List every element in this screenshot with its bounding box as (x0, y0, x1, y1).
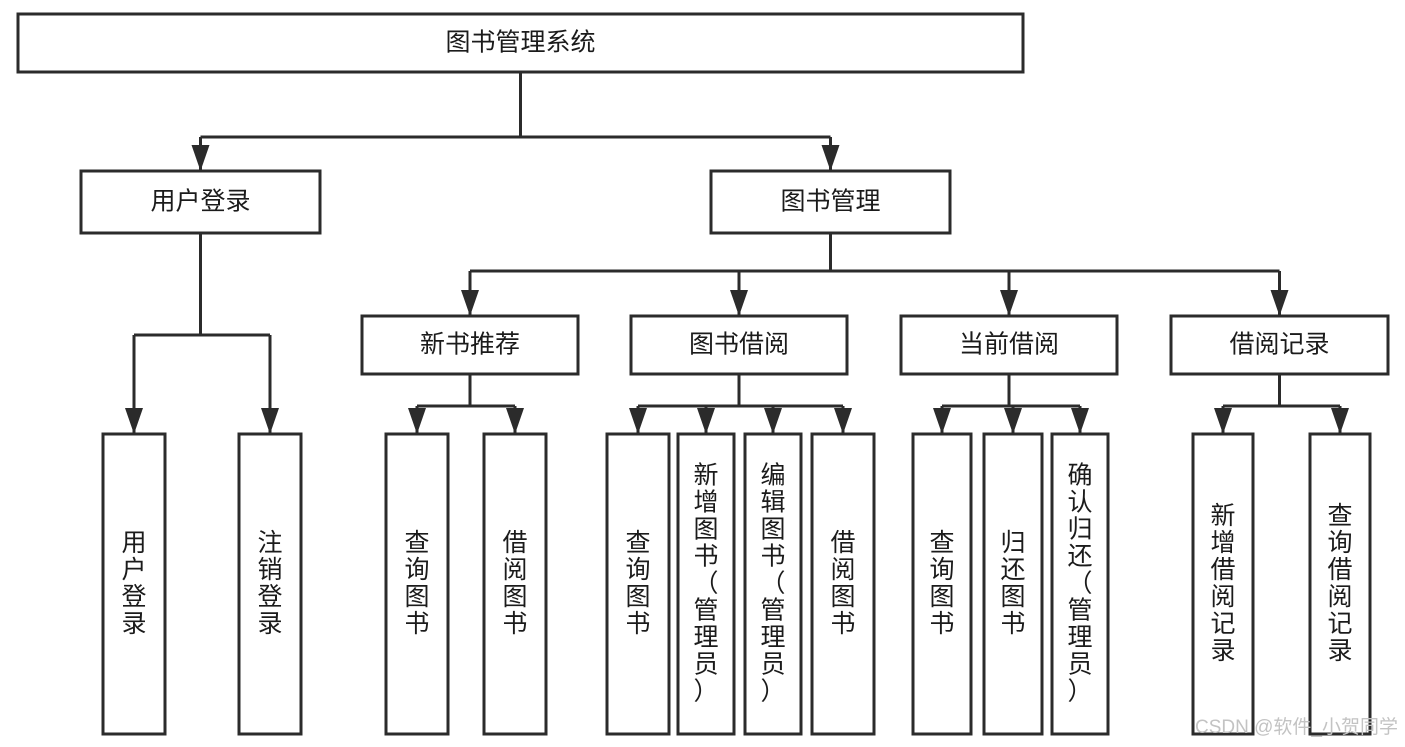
node-label-leaf-query-books-current: 查询图书 (929, 529, 954, 638)
node-leaf-user-login[interactable]: 用户登录 (101, 432, 167, 736)
node-label-user-login: 用户登录 (150, 188, 250, 216)
arrow-head-icon-leaf-logout-login (261, 408, 279, 434)
node-leaf-borrow-book[interactable]: 借阅图书 (810, 432, 876, 736)
arrow-head-icon-book-management (821, 145, 840, 171)
node-box-book-management (709, 169, 952, 235)
node-label-leaf-return-book: 归还图书 (1000, 529, 1025, 638)
node-book-borrow[interactable]: 图书借阅 (629, 314, 849, 376)
node-current-borrow[interactable]: 当前借阅 (899, 314, 1119, 376)
node-book-management[interactable]: 图书管理 (709, 169, 952, 235)
node-label-leaf-borrow-books-recommend: 借阅图书 (502, 529, 527, 638)
node-leaf-logout-login[interactable]: 注销登录 (237, 432, 303, 736)
node-user-login[interactable]: 用户登录 (79, 169, 322, 235)
node-label-leaf-add-borrow-record: 新增借阅记录 (1210, 502, 1235, 665)
csdn-watermark: CSDN @软件_小贺同学 (1195, 716, 1398, 738)
node-leaf-query-borrow-record[interactable]: 查询借阅记录 (1308, 432, 1372, 736)
node-leaf-edit-book-admin[interactable]: 编辑图书（管理员） (743, 432, 803, 736)
arrow-head-icon-leaf-query-books-recommend (408, 408, 426, 434)
arrow-head-icon-leaf-borrow-books-recommend (506, 408, 524, 434)
arrow-head-icon-new-book-recommend (461, 290, 479, 316)
arrow-head-icon-borrow-record (1270, 290, 1289, 316)
node-box-user-login (79, 169, 322, 235)
node-label-leaf-edit-book-admin: 编辑图书（管理员） (760, 462, 785, 706)
arrow-head-icon-leaf-user-login (125, 408, 143, 434)
node-box-leaf-add-book-admin (676, 432, 736, 736)
arrow-head-icon-book-borrow (730, 290, 748, 316)
node-leaf-query-books-recommend[interactable]: 查询图书 (384, 432, 450, 736)
node-leaf-query-books-current[interactable]: 查询图书 (911, 432, 973, 736)
node-label-current-borrow: 当前借阅 (959, 331, 1059, 359)
arrow-head-icon-current-borrow (1000, 290, 1018, 316)
arrow-head-icon-leaf-add-book-admin (697, 408, 715, 434)
nodes-layer: 图书管理系统用户登录图书管理新书推荐图书借阅当前借阅借阅记录用户登录注销登录查询… (16, 12, 1390, 736)
node-box-borrow-record (1169, 314, 1390, 376)
arrow-head-icon-user-login (191, 145, 210, 171)
node-label-leaf-logout-login: 注销登录 (257, 529, 282, 638)
node-label-leaf-query-borrow-record: 查询借阅记录 (1327, 502, 1352, 665)
node-box-leaf-query-books-borrow (605, 432, 671, 736)
node-leaf-confirm-return-admin[interactable]: 确认归还（管理员） (1050, 432, 1110, 736)
node-leaf-borrow-books-recommend[interactable]: 借阅图书 (482, 432, 548, 736)
node-box-leaf-query-books-recommend (384, 432, 450, 736)
arrow-head-icon-leaf-edit-book-admin (764, 408, 782, 434)
node-box-leaf-add-borrow-record (1191, 432, 1255, 736)
arrow-head-icon-leaf-borrow-book (834, 408, 852, 434)
node-label-book-management: 图书管理 (780, 188, 880, 216)
arrow-head-icon-leaf-add-borrow-record (1214, 408, 1232, 434)
node-label-leaf-query-books-borrow: 查询图书 (625, 529, 650, 638)
node-box-leaf-user-login (101, 432, 167, 736)
arrow-head-icon-leaf-query-books-current (933, 408, 951, 434)
node-borrow-record[interactable]: 借阅记录 (1169, 314, 1390, 376)
node-new-book-recommend[interactable]: 新书推荐 (360, 314, 580, 376)
node-box-root (16, 12, 1025, 74)
node-label-leaf-user-login: 用户登录 (121, 529, 146, 638)
node-box-new-book-recommend (360, 314, 580, 376)
node-box-leaf-query-books-current (911, 432, 973, 736)
node-box-leaf-query-borrow-record (1308, 432, 1372, 736)
node-label-leaf-add-book-admin: 新增图书（管理员） (693, 462, 718, 706)
node-label-leaf-confirm-return-admin: 确认归还（管理员） (1067, 462, 1092, 706)
node-box-leaf-borrow-book (810, 432, 876, 736)
arrow-head-icon-leaf-confirm-return-admin (1071, 408, 1089, 434)
arrow-head-icon-leaf-query-borrow-record (1331, 408, 1349, 434)
node-label-book-borrow: 图书借阅 (689, 331, 789, 359)
node-label-leaf-borrow-book: 借阅图书 (830, 529, 855, 638)
node-leaf-query-books-borrow[interactable]: 查询图书 (605, 432, 671, 736)
node-box-book-borrow (629, 314, 849, 376)
node-leaf-add-book-admin[interactable]: 新增图书（管理员） (676, 432, 736, 736)
connectors-layer (125, 72, 1349, 434)
node-box-leaf-edit-book-admin (743, 432, 803, 736)
node-box-current-borrow (899, 314, 1119, 376)
node-root[interactable]: 图书管理系统 (16, 12, 1025, 74)
node-label-root: 图书管理系统 (445, 29, 595, 57)
node-box-leaf-return-book (982, 432, 1044, 736)
node-box-leaf-logout-login (237, 432, 303, 736)
arrow-head-icon-leaf-query-books-borrow (629, 408, 647, 434)
node-box-leaf-borrow-books-recommend (482, 432, 548, 736)
node-label-borrow-record: 借阅记录 (1229, 331, 1329, 359)
node-label-new-book-recommend: 新书推荐 (420, 331, 520, 359)
node-label-leaf-query-books-recommend: 查询图书 (404, 529, 429, 638)
arrow-head-icon-leaf-return-book (1004, 408, 1022, 434)
node-leaf-return-book[interactable]: 归还图书 (982, 432, 1044, 736)
node-box-leaf-confirm-return-admin (1050, 432, 1110, 736)
node-leaf-add-borrow-record[interactable]: 新增借阅记录 (1191, 432, 1255, 736)
